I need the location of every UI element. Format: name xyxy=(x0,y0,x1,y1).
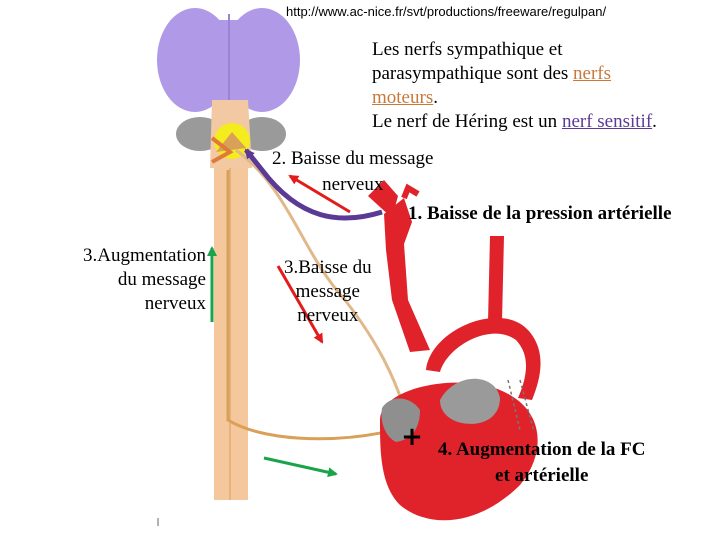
orange-motif xyxy=(210,136,234,164)
info-line-4-text: Le nerf de Héring est un xyxy=(372,111,562,132)
dashed-vessel-1 xyxy=(507,379,521,431)
link-nerf-sensitif[interactable]: nerf sensitif xyxy=(561,111,653,132)
red-arrow-step2 xyxy=(288,174,351,214)
source-url[interactable]: http://www.ac-nice.fr/svt/productions/fr… xyxy=(286,4,607,19)
label-step-2-line-2: nerveux xyxy=(322,174,384,195)
link-moteurs[interactable]: moteurs xyxy=(372,87,434,108)
heart xyxy=(380,378,538,521)
label-step-3-middle: 3.Baisse du message nerveux xyxy=(284,256,372,328)
parasympathetic-nerve xyxy=(235,148,407,411)
link-nerfs[interactable]: nerfs xyxy=(573,63,612,84)
aorta-left xyxy=(488,236,504,322)
info-line-1: Les nerfs sympathique et xyxy=(372,39,563,60)
label-step-3-mid-line-2: message xyxy=(295,281,360,302)
sensory-nerve-hering xyxy=(244,148,383,221)
label-step-1: 1. Baisse de la pression artérielle xyxy=(408,203,672,224)
label-step-4: 4. Augmentation de la FC et artérielle xyxy=(438,437,645,489)
label-step-3-left: 3.Augmentation du message nerveux xyxy=(83,244,206,316)
plus-sign: + xyxy=(401,422,423,452)
info-line-2: parasympathique sont des nerfs xyxy=(372,62,657,86)
carotid-artery xyxy=(368,180,430,352)
sympathetic-nerve xyxy=(226,170,396,441)
label-step-3-left-line-1: 3.Augmentation xyxy=(83,245,206,266)
label-step-3-left-line-2: du message xyxy=(117,269,206,290)
info-line-2-text: parasympathique sont des xyxy=(372,63,574,84)
aortic-arch xyxy=(426,317,541,400)
label-step-4-line-2: et artérielle xyxy=(495,465,589,486)
red-arrow-step3 xyxy=(276,265,324,344)
brain xyxy=(157,8,300,112)
info-line-3: moteurs. xyxy=(372,86,657,110)
green-arrow-step4 xyxy=(263,456,338,478)
info-line-4: Le nerf de Héring est un nerf sensitif. xyxy=(372,110,657,134)
label-step-4-line-1: 4. Augmentation de la FC xyxy=(438,439,646,460)
label-step-3-mid-line-3: nerveux xyxy=(297,305,359,326)
info-text-block: Les nerfs sympathique et parasympathique… xyxy=(372,38,657,134)
label-step-2: 2. Baisse du message nerveux xyxy=(272,146,433,198)
label-step-3-mid-line-1: 3.Baisse du xyxy=(284,257,372,278)
dashed-vessel-2 xyxy=(519,379,535,433)
label-step-3-left-line-3: nerveux xyxy=(144,293,206,314)
label-step-2-line-1: 2. Baisse du message xyxy=(272,148,434,169)
info-period: . xyxy=(433,87,438,108)
info-period-2: . xyxy=(652,111,657,132)
